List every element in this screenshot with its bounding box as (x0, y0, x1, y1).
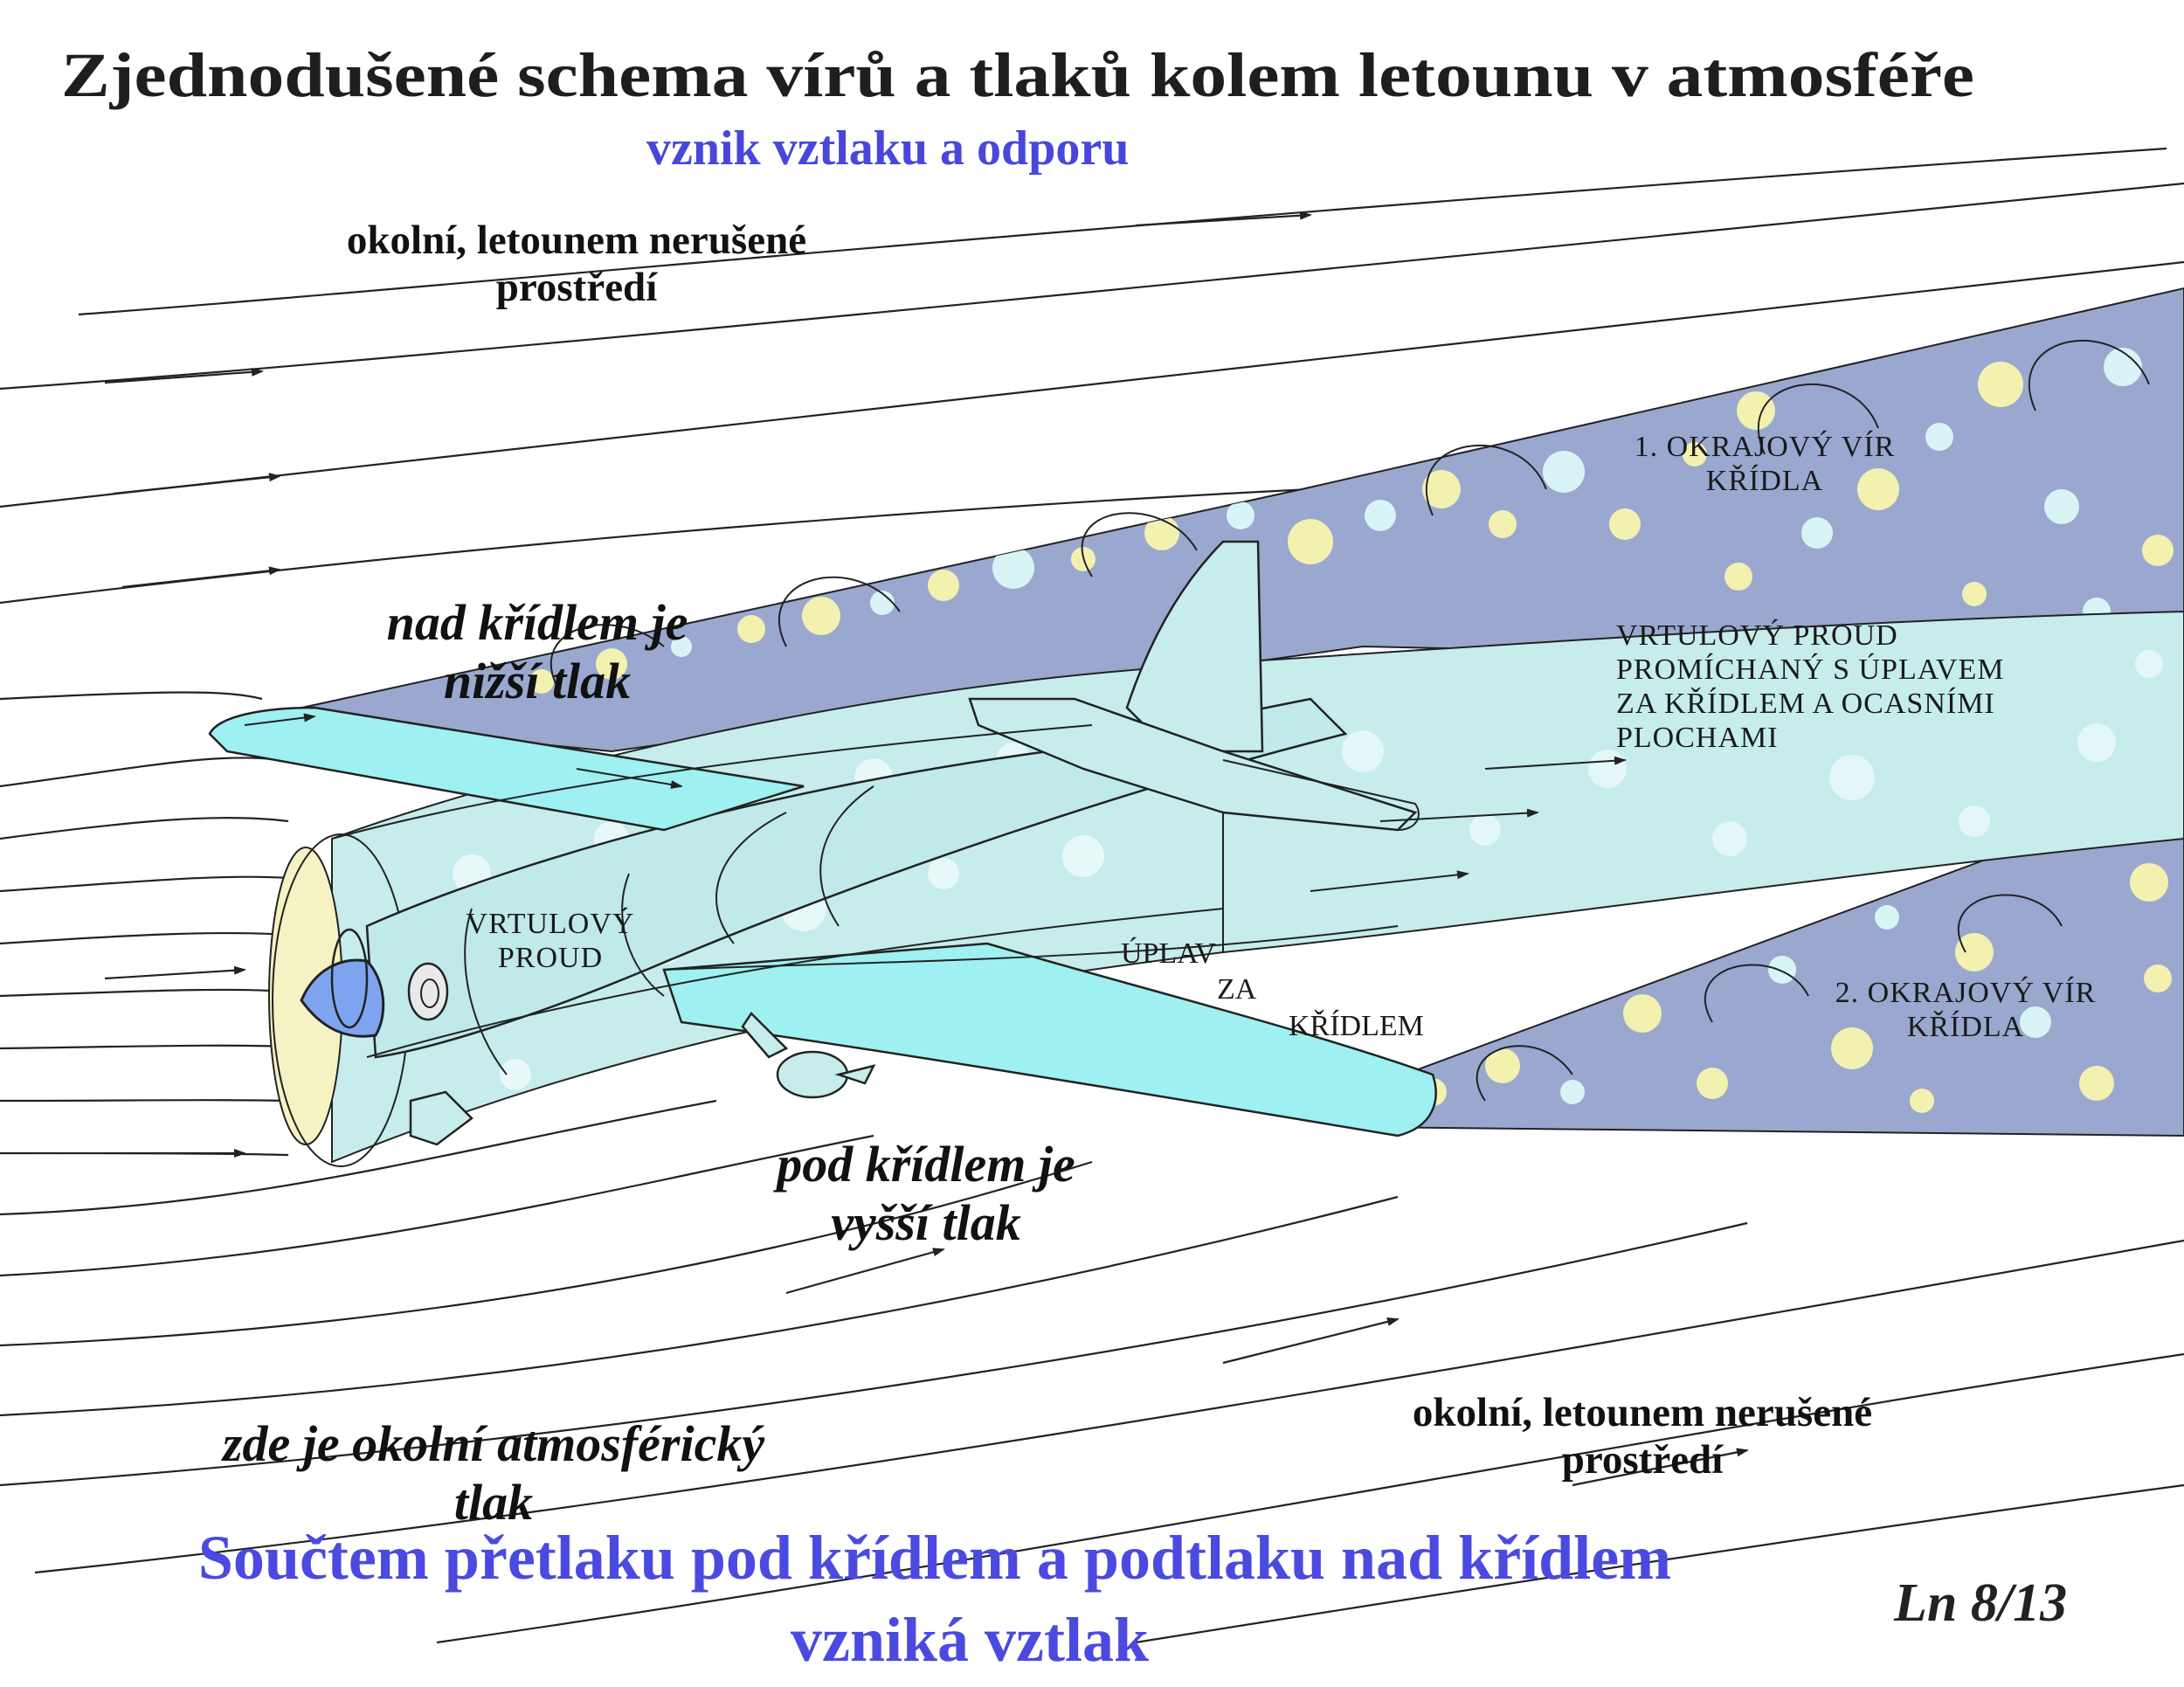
lower-pressure-line-1: nad křídlem je (386, 594, 688, 651)
streamline (104, 965, 246, 980)
wake-label-line-3: KŘÍDLEM (1289, 1010, 1424, 1042)
streamline (104, 367, 264, 384)
wingtip-vortex-2-label: 2. OKRAJOVÝ VÍR KŘÍDLA (1800, 976, 2132, 1044)
prop-line-2: PROUD (497, 942, 604, 975)
streamline (0, 1221, 1748, 1487)
streamline (0, 1044, 289, 1050)
landing-gear (409, 1012, 876, 1146)
ambient-bottom-line-2: prostředí (1561, 1437, 1724, 1483)
engine-inlet-inner (420, 978, 439, 1008)
prop-line-1: VRTULOVÝ (466, 908, 635, 940)
wake-label-line-1: ÚPLAV (1121, 937, 1216, 970)
vortex-2-line-1: 2. OKRAJOVÝ VÍR (1835, 977, 2097, 1009)
higher-pressure-line-1: pod křídlem je (777, 1136, 1075, 1193)
streamline (1222, 1317, 1400, 1365)
streamline (0, 931, 289, 945)
diagram-title: Zjednodušené schema vírů a tlaků kolem l… (61, 40, 1974, 110)
streamline (785, 1248, 945, 1295)
streamline (0, 1099, 717, 1216)
mixed-prop-stream (1204, 610, 2184, 954)
left-wing (208, 706, 805, 832)
streamline (1135, 1483, 2184, 1644)
ambient-top-line-2: prostředí (495, 265, 658, 311)
higher-pressure-label: pod křídlem je vyšší tlak (734, 1136, 1118, 1252)
right-wing (662, 942, 1437, 1137)
engine-inlet (407, 962, 449, 1021)
streamline (0, 988, 289, 998)
streamline (121, 566, 281, 589)
streamline (1572, 1448, 1749, 1487)
cowling-ring (330, 928, 369, 1029)
streamline (0, 691, 263, 701)
streamline (0, 875, 289, 893)
diagram-subtitle: vznik vztlaku a odporu (646, 121, 1130, 176)
streamline (113, 473, 281, 495)
streamline (436, 1352, 2184, 1644)
streamline (0, 1134, 874, 1277)
spinner (300, 958, 385, 1038)
streamline (0, 182, 2184, 391)
vortex-spirals (549, 339, 2150, 1102)
streamline (34, 1239, 2184, 1574)
ambient-pressure-label: zde je okolní atmosférický tlak (149, 1415, 839, 1531)
vortex-1-line-2: KŘÍDLA (1705, 465, 1824, 498)
ambient-environment-label-bottom: okolní, letounem nerušené prostředí (1363, 1389, 1922, 1483)
wake-label-line-2: ZA (1217, 973, 1257, 1006)
mixed-line-1: VRTULOVÝ PROUD (1616, 619, 1898, 652)
lower-pressure-line-2: nižší tlak (443, 652, 632, 709)
ambient-top-line-1: okolní, letounem nerušené (346, 218, 807, 263)
fuselage (365, 697, 1348, 1059)
streamline (0, 816, 289, 840)
vortex-2-line-2: KŘÍDLA (1906, 1011, 2025, 1044)
vortex-1-line-1: 1. OKRAJOVÝ VÍR (1634, 431, 1896, 463)
streamline (0, 1160, 1093, 1347)
mixed-prop-stream-label: VRTULOVÝ PROUD PROMÍCHANÝ S ÚPLAVEM ZA K… (1616, 619, 2004, 755)
ambient-pressure-line-1: zde je okolní atmosférický (222, 1415, 765, 1472)
ambient-environment-label-top: okolní, letounem nerušené prostředí (297, 217, 856, 311)
mixed-line-3: ZA KŘÍDLEM A OCASNÍMI (1616, 688, 1995, 721)
lift-conclusion-line-1: Součtem přetlaku pod křídlem a podtlaku … (197, 1523, 1672, 1593)
wingtip-vortex-1-label: 1. OKRAJOVÝ VÍR KŘÍDLA (1599, 430, 1931, 498)
lift-conclusion-line-2: vzniká vztlak (790, 1605, 1150, 1675)
streamline (0, 1195, 1399, 1417)
streamline (78, 147, 2167, 316)
ambient-pressure-line-2: tlak (453, 1473, 534, 1531)
lower-pressure-label: nad křídlem je nižší tlak (345, 594, 729, 710)
body-streamlines (244, 713, 1627, 1075)
streamline (0, 757, 280, 788)
streamline (0, 1099, 289, 1103)
page-number: Ln 8/13 (1894, 1573, 2068, 1633)
mixed-line-2: PROMÍCHANÝ S ÚPLAVEM (1616, 653, 2005, 687)
streamline (1135, 211, 1312, 227)
ambient-bottom-line-1: okolní, letounem nerušené (1412, 1390, 1873, 1435)
mixed-line-4: PLOCHAMI (1616, 722, 1779, 755)
vertical-fin (1125, 540, 1264, 753)
prop-stream-label: VRTULOVÝ PROUD (446, 907, 655, 975)
higher-pressure-line-2: vyšší tlak (831, 1193, 1021, 1251)
